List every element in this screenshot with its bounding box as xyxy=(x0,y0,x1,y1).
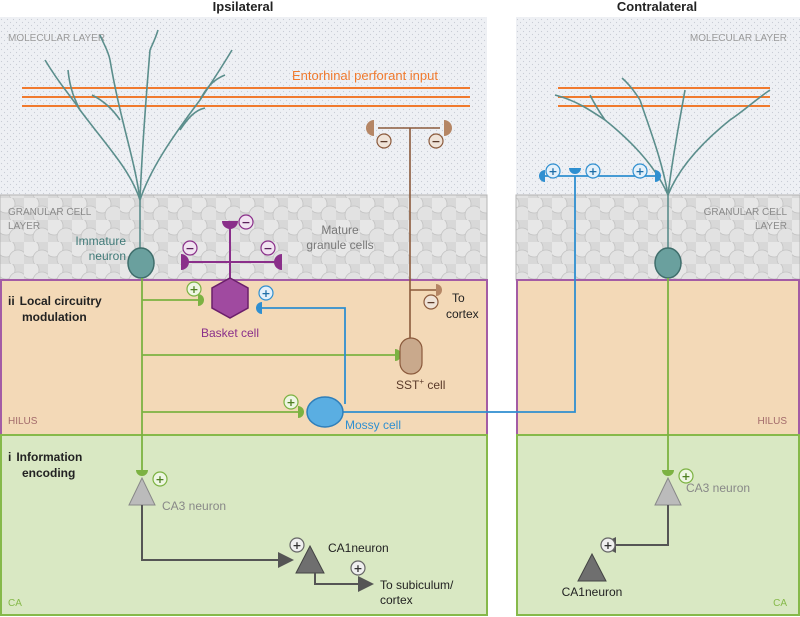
to-subiculum-label-1: To subiculum/ xyxy=(380,578,454,592)
local-circuitry-label-2: modulation xyxy=(22,310,87,324)
svg-text:+: + xyxy=(588,165,597,178)
ca1-output-axon xyxy=(314,573,374,592)
plus-badge: + xyxy=(545,163,561,179)
sst-cell-label: SST+ cell xyxy=(396,377,445,392)
immature-neuron-label-2: neuron xyxy=(89,249,126,263)
basket-cell-processes xyxy=(185,225,278,285)
svg-text:−: − xyxy=(426,296,435,309)
basket-cell-label: Basket cell xyxy=(201,326,259,340)
minus-badge: − xyxy=(376,133,392,149)
svg-text:−: − xyxy=(431,135,440,148)
svg-text:+: + xyxy=(603,539,612,552)
ca-left xyxy=(0,434,488,616)
molecular-layer-label-right: MOLECULAR LAYER xyxy=(690,33,787,44)
svg-text:+: + xyxy=(292,539,301,552)
svg-text:+: + xyxy=(548,165,557,178)
mossy-cell-label: Mossy cell xyxy=(345,418,401,432)
to-cortex-label-2: cortex xyxy=(446,307,479,321)
heading-contralateral: Contralateral xyxy=(617,0,697,14)
ca1-neuron-label-right: CA1neuron xyxy=(562,585,623,599)
mature-granule-label-2: granule cells xyxy=(306,238,373,252)
minus-badge: − xyxy=(423,294,439,310)
minus-badge: − xyxy=(428,133,444,149)
granular-layer-label-right-2: LAYER xyxy=(755,221,787,232)
granular-layer-label-left-2: LAYER xyxy=(8,221,40,232)
ca1-neuron-left xyxy=(295,544,325,574)
basket-cell-terminals xyxy=(181,221,282,270)
to-cortex-label-1: To xyxy=(452,291,465,305)
immature-neuron-axon xyxy=(141,278,669,470)
svg-text:+: + xyxy=(681,470,690,483)
immature-neuron-label-1: Immature xyxy=(75,234,126,248)
ca1-neuron-label-left: CA1neuron xyxy=(328,541,389,555)
svg-text:−: − xyxy=(263,242,272,255)
svg-text:+: + xyxy=(155,473,164,486)
heading-ipsilateral: Ipsilateral xyxy=(213,0,274,14)
plus-badge: + xyxy=(600,537,616,553)
perforant-input-lines xyxy=(22,87,770,107)
sst-cell-body xyxy=(399,337,423,375)
entorhinal-label: Entorhinal perforant input xyxy=(292,68,438,83)
svg-text:−: − xyxy=(185,242,194,255)
granular-layer-label-right-1: GRANULAR CELL xyxy=(704,207,788,218)
plus-badge: + xyxy=(186,281,202,297)
mature-granule-label-1: Mature xyxy=(321,223,359,237)
molecular-layer-label-left: MOLECULAR LAYER xyxy=(8,33,105,44)
ca-label-right: CA xyxy=(773,598,787,609)
plus-badge: + xyxy=(152,471,168,487)
svg-text:+: + xyxy=(189,283,198,296)
basket-cell-body xyxy=(211,277,249,319)
ca3-neuron-label-right: CA3 neuron xyxy=(686,481,750,495)
hilus-label-left: HILUS xyxy=(8,416,38,427)
sst-cell-axon xyxy=(378,127,440,340)
plus-badge: + xyxy=(258,285,274,301)
granular-layer-left xyxy=(0,194,488,281)
plus-badge: + xyxy=(585,163,601,179)
plus-badge: + xyxy=(289,537,305,553)
svg-text:+: + xyxy=(286,396,295,409)
minus-badge: − xyxy=(182,240,198,256)
ca3-to-ca1-axon-left xyxy=(141,505,294,568)
sst-terminals xyxy=(366,120,452,296)
ca3-neuron-label-left: CA3 neuron xyxy=(162,499,226,513)
hilus-right xyxy=(516,279,800,436)
immature-neuron-dendrites xyxy=(44,29,233,250)
plus-badge: + xyxy=(632,163,648,179)
svg-text:−: − xyxy=(241,216,250,229)
ca-label-left: CA xyxy=(8,598,22,609)
hilus-label-right: HILUS xyxy=(758,416,788,427)
immature-neuron-soma xyxy=(127,247,155,279)
information-encoding-label-2: encoding xyxy=(22,466,75,480)
ca3-to-ca1-axon-right xyxy=(600,505,669,553)
plus-badge: + xyxy=(350,560,366,576)
svg-text:+: + xyxy=(261,287,270,300)
to-subiculum-label-2: cortex xyxy=(380,593,413,607)
mossy-terminals xyxy=(256,168,661,314)
plus-badge: + xyxy=(283,394,299,410)
mossy-cell-body xyxy=(306,396,344,428)
minus-badge: − xyxy=(260,240,276,256)
svg-text:−: − xyxy=(379,135,388,148)
ca-right xyxy=(516,434,800,616)
ca1-neuron-right xyxy=(577,552,607,582)
svg-text:+: + xyxy=(635,165,644,178)
svg-text:+: + xyxy=(353,562,362,575)
granular-layer-label-left-1: GRANULAR CELL xyxy=(8,207,92,218)
plus-badge: + xyxy=(678,468,694,484)
contralateral-neuron-soma xyxy=(654,247,682,279)
minus-badge: − xyxy=(238,214,254,230)
